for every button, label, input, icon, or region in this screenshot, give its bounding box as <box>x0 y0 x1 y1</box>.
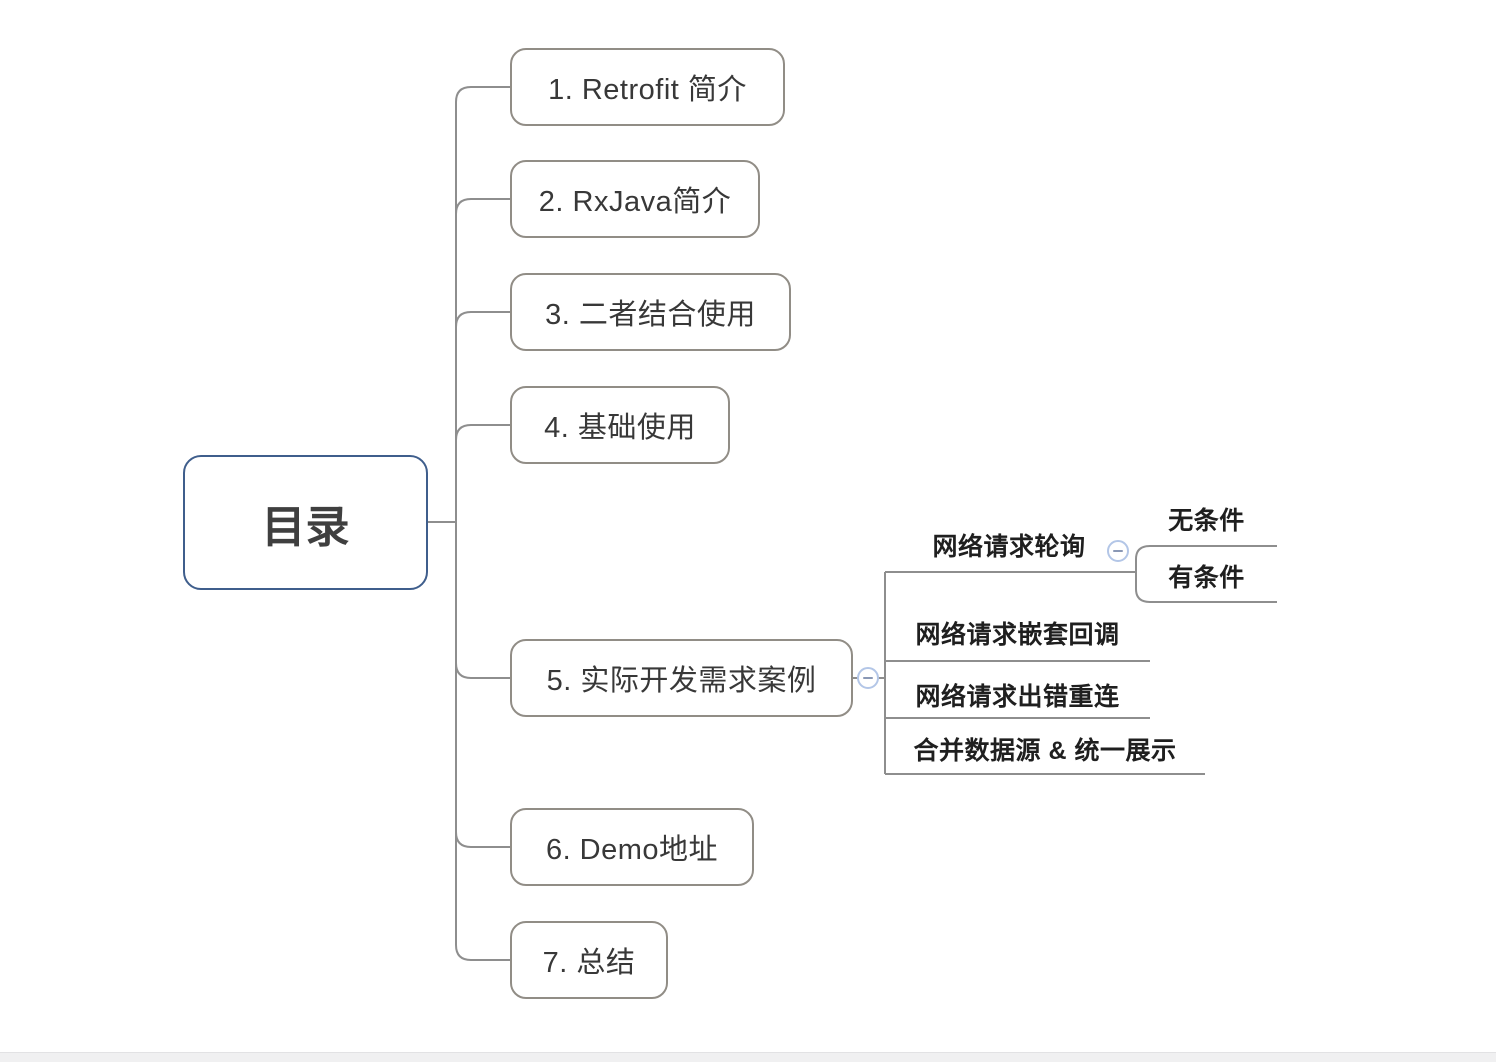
topic-label: 2. RxJava简介 <box>538 186 732 218</box>
connector-main-trunk <box>455 86 472 961</box>
topic-label: 4. 基础使用 <box>544 412 696 444</box>
topic-demo-address[interactable]: 6. Demo地址 <box>510 808 754 886</box>
topic-basic-use[interactable]: 4. 基础使用 <box>510 386 730 464</box>
topic-summary[interactable]: 7. 总结 <box>510 921 668 999</box>
subtopic-label: 有条件 <box>1168 564 1245 592</box>
topic-label: 5. 实际开发需求案例 <box>546 665 817 697</box>
subtopic-label: 网络请求嵌套回调 <box>915 621 1120 649</box>
subtopic-polling[interactable]: 网络请求轮询 <box>885 531 1133 563</box>
connector-branch-3 <box>455 311 510 328</box>
topic-label: 3. 二者结合使用 <box>545 299 756 331</box>
topic-combined-use[interactable]: 3. 二者结合使用 <box>510 273 791 351</box>
collapse-icon-polling[interactable] <box>1107 540 1129 562</box>
topic-label: 7. 总结 <box>542 947 636 979</box>
topic-retrofit-intro[interactable]: 1. Retrofit 简介 <box>510 48 785 126</box>
subtopic-nested-callback[interactable]: 网络请求嵌套回调 <box>885 619 1150 651</box>
connector-polling-children-bracket <box>1135 545 1277 603</box>
topic-label: 6. Demo地址 <box>545 834 719 866</box>
minus-icon <box>1113 550 1123 552</box>
connector-branch-2 <box>455 198 510 215</box>
subtopic-label: 网络请求轮询 <box>932 533 1086 561</box>
bottom-edge-bar <box>0 1052 1496 1062</box>
minus-icon <box>863 677 873 679</box>
subtopic-retry[interactable]: 网络请求出错重连 <box>885 681 1150 713</box>
root-topic-label: 目录 <box>261 502 350 552</box>
connector-branch-4 <box>455 424 510 441</box>
subtopic-label: 合并数据源 & 统一展示 <box>913 737 1177 765</box>
subtopic-merge-sources[interactable]: 合并数据源 & 统一展示 <box>885 735 1205 767</box>
collapse-icon-dev-case[interactable] <box>857 667 879 689</box>
root-topic[interactable]: 目录 <box>183 455 428 590</box>
topic-rxjava-intro[interactable]: 2. RxJava简介 <box>510 160 760 238</box>
topic-dev-case[interactable]: 5. 实际开发需求案例 <box>510 639 853 717</box>
connector-branch-5 <box>455 662 510 679</box>
subtopic-label: 无条件 <box>1168 507 1245 535</box>
subsubtopic-unconditional[interactable]: 无条件 <box>1136 505 1277 537</box>
topic-label: 1. Retrofit 简介 <box>548 74 747 106</box>
subsubtopic-conditional[interactable]: 有条件 <box>1136 562 1277 594</box>
connector-branch-6 <box>455 831 510 848</box>
subtopic-label: 网络请求出错重连 <box>915 683 1120 711</box>
